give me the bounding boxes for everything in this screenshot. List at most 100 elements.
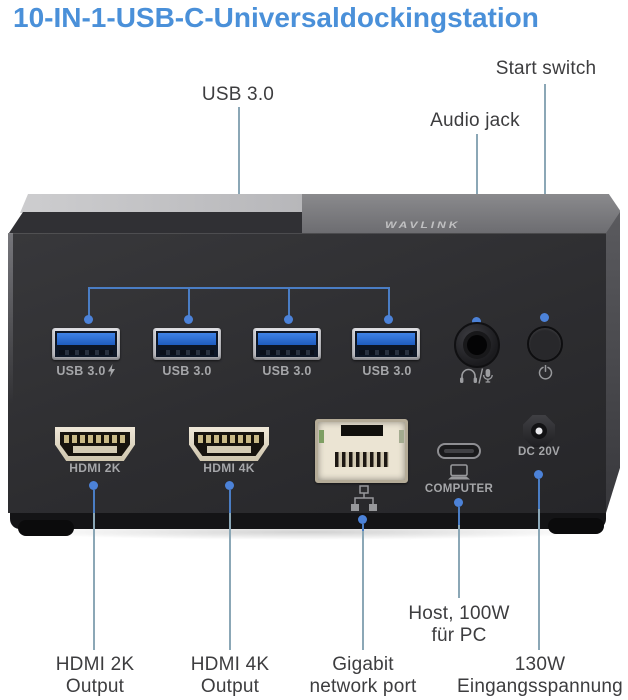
- label-line-2: Eingangsspannung: [457, 676, 623, 697]
- usb-port-label-text: USB 3.0: [56, 364, 106, 378]
- usb-port-tongue: [57, 333, 115, 345]
- usb-c-port-label: COMPUTER: [424, 483, 494, 495]
- brand-logo: WAVLINK: [385, 219, 461, 231]
- callout-label-usb-3-0: USB 3.0: [201, 84, 275, 105]
- usb-bracket-drop-1: [88, 287, 90, 320]
- label-line-1: HDMI 2K: [55, 654, 135, 675]
- usb-port-1-label: USB 3.0: [41, 364, 131, 378]
- label-line-1: HDMI 4K: [190, 654, 270, 675]
- label-line-2: Output: [65, 676, 125, 697]
- usb-port-pins: [359, 350, 413, 355]
- dc-power-jack: [523, 415, 555, 447]
- laptop-icon: [448, 464, 470, 480]
- label-line-1: Host, 100W: [408, 603, 510, 624]
- device-base: [10, 513, 606, 529]
- callout-label-gigabit-network-port: Gigabit network port: [293, 654, 433, 698]
- callout-dot-dc: [534, 470, 543, 479]
- hdmi-port-cavity: [60, 432, 130, 456]
- device-right-side: [606, 212, 620, 513]
- ethernet-led-right: [399, 430, 404, 443]
- usb-c-port-slot: [444, 449, 474, 453]
- label-line-1: 130W: [514, 654, 566, 675]
- usb-port-1: [52, 328, 120, 360]
- audio-jack: [454, 322, 500, 368]
- callout-line-dc: [538, 479, 540, 650]
- hdmi-port-4k: [189, 427, 269, 461]
- device-foot-right: [548, 518, 604, 534]
- callout-label-host-100w: Host, 100W für PC: [399, 603, 519, 647]
- callout-line-usb-c: [458, 507, 460, 598]
- usb-port-pins: [260, 350, 314, 355]
- ethernet-pins: [334, 452, 389, 467]
- usb-port-3: [253, 328, 321, 360]
- usb-port-tongue: [158, 333, 216, 345]
- device-top-tray: [20, 194, 302, 213]
- callout-dot-ethernet: [358, 515, 367, 524]
- power-icon: [538, 365, 553, 380]
- usb-port-cavity: [355, 331, 417, 357]
- callout-label-start-switch: Start switch: [495, 58, 597, 79]
- usb-port-tongue: [258, 333, 316, 345]
- usb-callout-bracket: [88, 287, 390, 289]
- audio-jack-hole: [467, 335, 487, 355]
- label-line-2: network port: [309, 676, 417, 697]
- usb-port-2: [153, 328, 221, 360]
- callout-dot-usb-4: [384, 315, 393, 324]
- hdmi-port-pins: [64, 435, 126, 443]
- label-line-2: für PC: [431, 625, 487, 646]
- callout-dot-usb-3: [284, 315, 293, 324]
- usb-bracket-drop-2: [188, 287, 190, 320]
- device-foot-left: [18, 520, 74, 536]
- headphones-mic-icon: [460, 368, 493, 384]
- dc-jack-label: DC 20V: [517, 446, 561, 458]
- label-line-2: Output: [200, 676, 260, 697]
- usb-port-cavity: [256, 331, 318, 357]
- hdmi-port-cavity: [194, 432, 264, 456]
- lightning-bolt-icon: [107, 364, 115, 377]
- usb-port-tongue: [357, 333, 415, 345]
- callout-line-hdmi-4k: [229, 490, 231, 650]
- callout-dot-usb-c: [454, 498, 463, 507]
- usb-port-2-label: USB 3.0: [162, 364, 212, 378]
- page-title: 10-IN-1-USB-C-Universaldockingstation: [13, 2, 539, 33]
- callout-label-130w-input: 130W Eingangsspannung: [450, 654, 628, 698]
- callout-label-audio-jack: Audio jack: [430, 110, 520, 131]
- device-top-lid: [302, 194, 620, 233]
- label-line-1: Gigabit: [332, 654, 394, 675]
- ethernet-port: [315, 419, 408, 483]
- callout-line-ethernet: [362, 524, 364, 650]
- usb-c-port: [437, 443, 481, 459]
- usb-port-pins: [59, 350, 113, 355]
- usb-port-4-label: USB 3.0: [362, 364, 412, 378]
- usb-port-3-label: USB 3.0: [262, 364, 312, 378]
- usb-port-cavity: [156, 331, 218, 357]
- hdmi-port-tab: [207, 446, 251, 453]
- callout-label-hdmi-4k-output: HDMI 4K Output: [170, 654, 290, 698]
- device-edge-highlight: [8, 233, 13, 403]
- hdmi-port-pins: [198, 435, 260, 443]
- usb-port-4: [352, 328, 420, 360]
- callout-dot-audio-jack: [472, 317, 481, 326]
- hdmi-2k-label: HDMI 2K: [69, 461, 121, 475]
- ethernet-clip-slot: [340, 425, 383, 436]
- usb-port-pins: [160, 350, 214, 355]
- usb-bracket-drop-3: [288, 287, 290, 320]
- lan-icon: [351, 485, 377, 511]
- dc-jack-pin: [535, 427, 543, 435]
- device-front-panel: [8, 233, 606, 513]
- callout-dot-hdmi-2k: [89, 481, 98, 490]
- callout-dot-start-switch: [540, 313, 549, 322]
- ethernet-led-left: [319, 430, 324, 443]
- hdmi-4k-label: HDMI 4K: [203, 461, 255, 475]
- usb-port-cavity: [55, 331, 117, 357]
- callout-dot-hdmi-4k: [225, 481, 234, 490]
- usb-bracket-drop-4: [388, 287, 390, 320]
- callout-dot-usb-1: [84, 315, 93, 324]
- power-button: [527, 326, 563, 362]
- hdmi-port-2k: [55, 427, 135, 461]
- hdmi-port-tab: [73, 446, 117, 453]
- callout-label-hdmi-2k-output: HDMI 2K Output: [35, 654, 155, 698]
- callout-dot-usb-2: [184, 315, 193, 324]
- callout-line-hdmi-2k: [93, 490, 95, 650]
